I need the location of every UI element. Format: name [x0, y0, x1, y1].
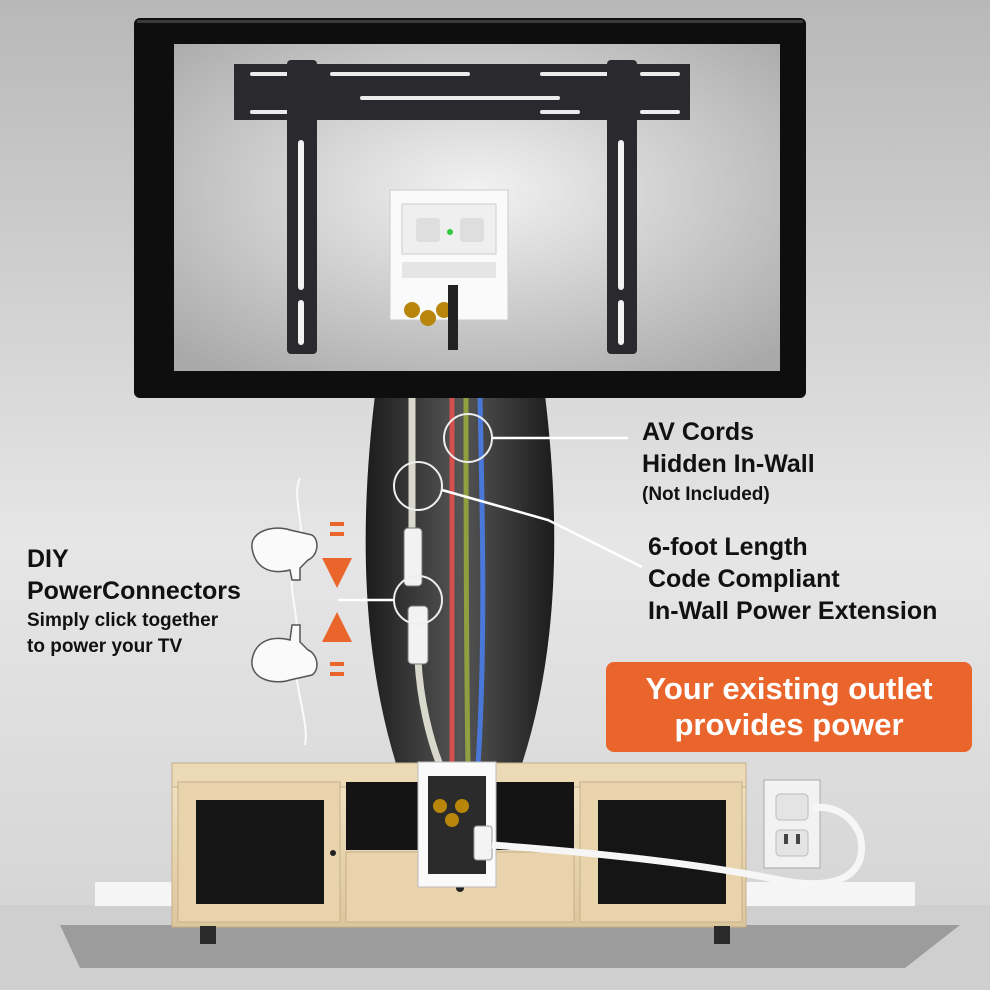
av-cords-note: (Not Included) [642, 484, 770, 505]
power-extension-cord [408, 398, 444, 767]
outlet-power-cord [491, 803, 865, 888]
hand-bottom-icon [251, 624, 318, 683]
connectors-instruction-2: to power your TV [27, 636, 183, 657]
av-plugs-icon [404, 285, 458, 350]
connectors-name: PowerConnectors [27, 577, 241, 605]
power-indicator-icon [447, 229, 453, 235]
power-connector-top [403, 527, 423, 587]
av-cords-title: AV Cords [642, 418, 755, 446]
press-arrows [322, 522, 352, 676]
outlet-left-icon [416, 218, 440, 242]
extension-highlight [393, 461, 443, 511]
extension-code-label: Code Compliant [648, 565, 840, 593]
tv [134, 18, 806, 398]
floor-shadow [60, 925, 960, 968]
hand-top-icon [251, 527, 318, 581]
power-connector-bottom [407, 605, 429, 665]
outlet-callout-line-2: provides power [674, 707, 904, 742]
leader-lines [338, 436, 643, 602]
extension-name-label: In-Wall Power Extension [648, 597, 938, 625]
connectors-title: DIY [27, 545, 69, 573]
outlet-callout-box: Your existing outlet provides power [606, 662, 972, 752]
av-cords [449, 397, 486, 766]
wall-outline [290, 477, 307, 746]
in-wall-cavity [365, 395, 555, 770]
existing-wall-outlet [763, 779, 821, 869]
wall-mount-slots [250, 72, 680, 114]
av-cords-subtitle: Hidden In-Wall [642, 450, 815, 478]
extension-length-label: 6-foot Length [648, 533, 808, 561]
lower-recessed-box [417, 761, 497, 888]
outlet-right-icon [460, 218, 484, 242]
connectors-instruction-1: Simply click together [27, 610, 219, 631]
outlet-callout-line-1: Your existing outlet [645, 671, 933, 707]
